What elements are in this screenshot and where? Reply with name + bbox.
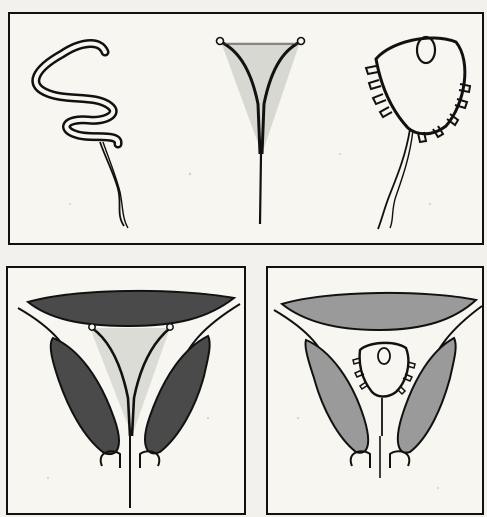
- panel-ring-in-uterus: [266, 266, 484, 515]
- ring-device: [366, 37, 470, 229]
- spiral-device: [36, 44, 128, 228]
- devices-svg: [10, 14, 486, 247]
- uterus-triangular-svg: [8, 268, 248, 517]
- triangular-device: [217, 38, 305, 225]
- panel-device-types: [8, 12, 484, 245]
- panel-triangular-in-uterus: [6, 266, 246, 515]
- uterus-ring-svg: [268, 268, 486, 517]
